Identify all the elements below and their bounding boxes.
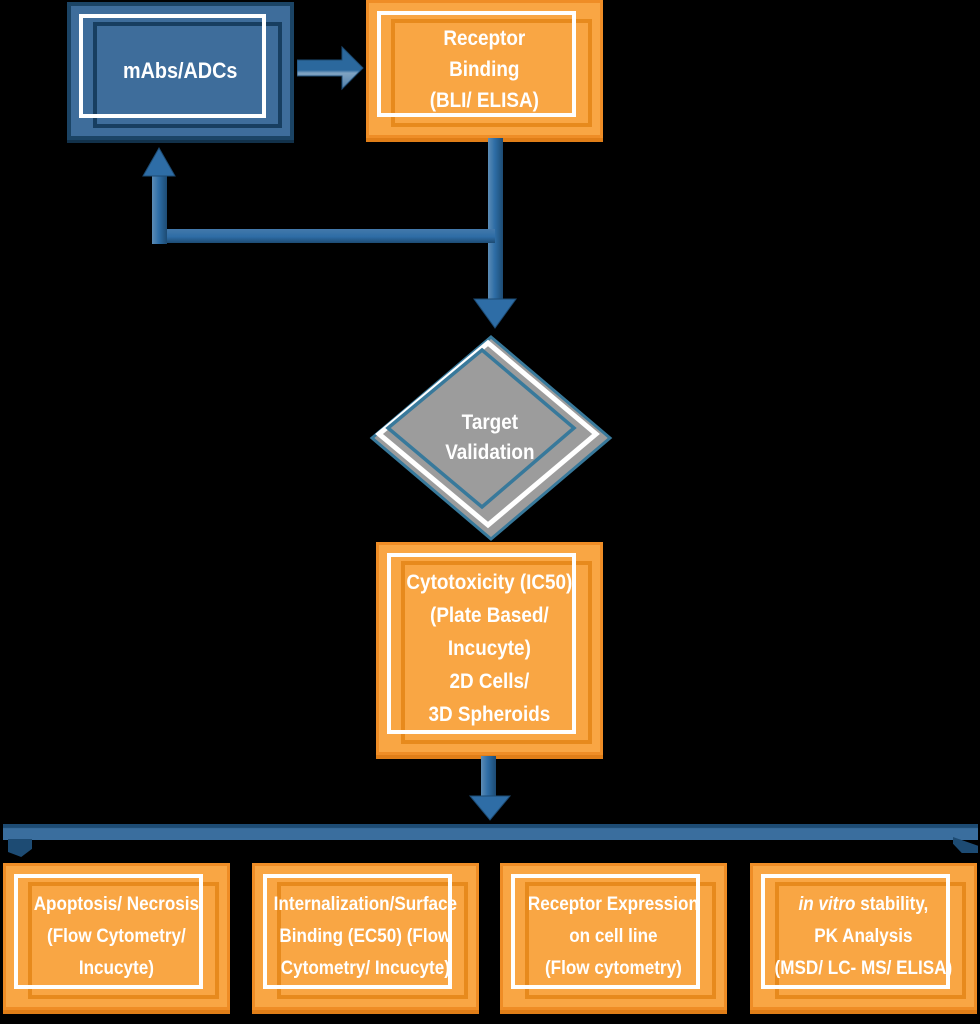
label-line: Cytotoxicity (IC50) xyxy=(406,571,573,594)
arrow-right-icon xyxy=(297,45,364,91)
node-cytotoxicity: Cytotoxicity (IC50) (Plate Based/ Incucy… xyxy=(376,542,603,755)
node-apoptosis-necrosis: Apoptosis/ Necrosis (Flow Cytometry/ Inc… xyxy=(3,863,230,1010)
feedback-vertical-line xyxy=(152,174,167,244)
label-line: on cell line xyxy=(569,925,658,947)
node-target-validation: Target Validation xyxy=(363,332,617,544)
arrowhead-down-icon xyxy=(473,298,517,329)
label-line: (BLI/ ELISA) xyxy=(429,88,540,112)
node-mabs-adcs-label: mAbs/ADCs xyxy=(71,6,290,136)
node-mabs-adcs: mAbs/ADCs xyxy=(67,2,294,140)
node-apoptosis-necrosis-label: Apoptosis/ Necrosis (Flow Cytometry/ Inc… xyxy=(6,866,227,1007)
node-receptor-expression-label: Receptor Expression on cell line (Flow c… xyxy=(503,866,724,1007)
label-segment: stability, xyxy=(855,893,929,915)
node-receptor-expression: Receptor Expression on cell line (Flow c… xyxy=(500,863,727,1010)
line-down-from-receptor xyxy=(488,138,503,302)
label-line: Internalization/Surface xyxy=(273,893,458,915)
label-line: Apoptosis/ Necrosis xyxy=(33,893,200,915)
label-line: (Flow cytometry) xyxy=(545,957,682,979)
label-line: Incucyte) xyxy=(78,957,155,979)
diamond-shape xyxy=(369,335,613,541)
feedback-horizontal-line xyxy=(160,229,495,243)
node-receptor-binding-label: Receptor Binding (BLI/ ELISA) xyxy=(369,3,600,135)
node-target-validation-label: Target Validation xyxy=(363,332,617,544)
label-line: 3D Spheroids xyxy=(428,703,551,726)
node-cytotoxicity-label: Cytotoxicity (IC50) (Plate Based/ Incucy… xyxy=(379,545,600,752)
label-line: Receptor Expression xyxy=(527,893,700,915)
label-line: Cytometry/ Incucyte) xyxy=(280,957,451,979)
branch-bar-left-fold xyxy=(8,839,32,857)
label-line: Receptor xyxy=(443,26,526,50)
label-line: (Flow Cytometry/ xyxy=(47,925,186,947)
label-line: Target xyxy=(461,411,519,434)
label-line: (MSD/ LC- MS/ ELISA) xyxy=(774,957,953,979)
label-italic-segment: in vitro xyxy=(798,893,856,915)
node-internalization-label: Internalization/Surface Binding (EC50) (… xyxy=(255,866,476,1007)
node-invitro-stability-label: in vitro stability, PK Analysis (MSD/ LC… xyxy=(753,866,974,1007)
branch-bar xyxy=(3,824,978,840)
arrowhead-up-icon xyxy=(142,146,176,177)
label-line: mAbs/ADCs xyxy=(123,58,238,83)
arrow-down-icon xyxy=(468,756,512,821)
label-line: 2D Cells/ xyxy=(449,670,530,693)
node-invitro-stability-pk: in vitro stability, PK Analysis (MSD/ LC… xyxy=(750,863,977,1010)
node-receptor-binding: Receptor Binding (BLI/ ELISA) xyxy=(366,0,603,138)
feedback-connector xyxy=(142,138,517,329)
label-line: Binding (EC50) (Flow xyxy=(279,925,452,947)
label-line: (Plate Based/ xyxy=(430,604,549,627)
label-line: Validation xyxy=(445,441,535,464)
label-line: Binding xyxy=(449,57,520,81)
label-line: in vitro stability, xyxy=(746,889,980,921)
label-line: PK Analysis xyxy=(814,925,913,947)
diamond-frame-teal xyxy=(385,347,577,510)
node-internalization-surface-binding: Internalization/Surface Binding (EC50) (… xyxy=(252,863,479,1010)
label-line: Incucyte) xyxy=(448,637,531,660)
